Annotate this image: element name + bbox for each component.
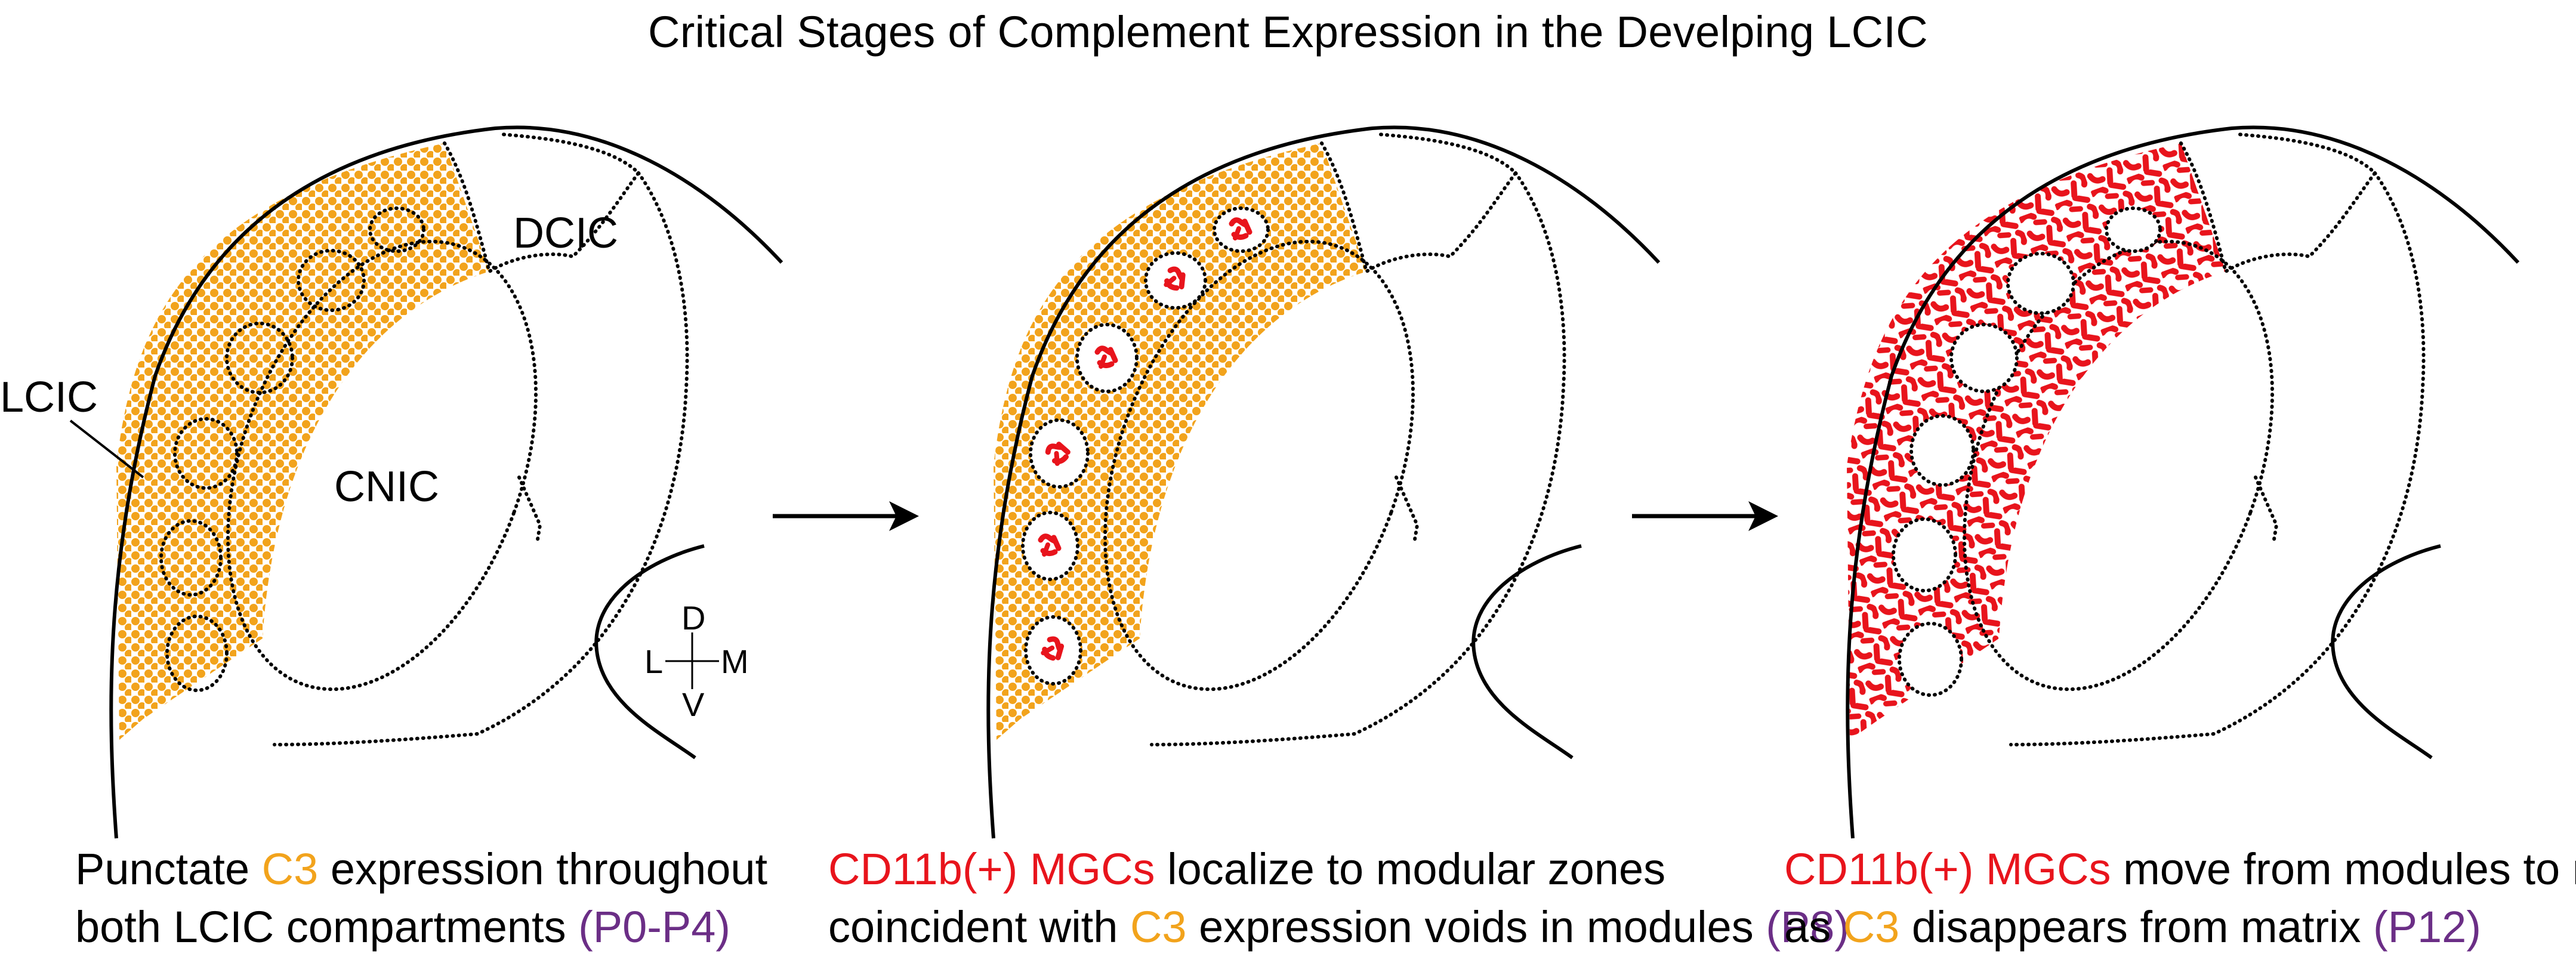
caption-text: coincident with bbox=[828, 902, 1130, 952]
module-3 bbox=[225, 322, 294, 394]
caption-text: expression throughout bbox=[318, 844, 768, 894]
caption-text: as bbox=[1784, 902, 1843, 952]
compass-lateral: L bbox=[644, 643, 663, 680]
arrow-1 bbox=[773, 501, 919, 531]
mgc-term: CD11b(+) MGCs bbox=[828, 844, 1155, 894]
panel-p0-p4: LCIC DCIC CNIC D L M V bbox=[0, 125, 783, 839]
c3-term: C3 bbox=[1130, 902, 1187, 952]
module-6 bbox=[1898, 622, 1963, 697]
caption-text: disappears from matrix bbox=[1899, 902, 2374, 952]
dcic-boundary bbox=[2179, 132, 2377, 274]
module-1 bbox=[368, 206, 425, 253]
module-5 bbox=[159, 519, 223, 597]
cortex-notch bbox=[517, 476, 542, 545]
lcic-mgc-band bbox=[1847, 143, 2226, 740]
cortex-boundary bbox=[1150, 171, 1566, 746]
caption-2-line-1: CD11b(+) MGCs localize to modular zones bbox=[828, 840, 1849, 898]
caption-1-line-1: Punctate C3 expression throughout bbox=[75, 840, 767, 898]
cortex-notch bbox=[1395, 476, 1420, 545]
dcic-boundary bbox=[1320, 132, 1518, 274]
module-4 bbox=[173, 417, 239, 490]
cnic-boundary bbox=[1103, 239, 1415, 692]
compass-dorsal: D bbox=[681, 599, 705, 637]
outer-outline bbox=[986, 125, 1661, 839]
cnic-boundary bbox=[1963, 239, 2274, 692]
ventricle-outline bbox=[1471, 544, 1582, 760]
c3-term: C3 bbox=[261, 844, 319, 894]
caption-2-line-2: coincident with C3 expression voids in m… bbox=[828, 898, 1849, 956]
caption-text: localize to modular zones bbox=[1155, 844, 1666, 894]
c3-term: C3 bbox=[1843, 902, 1900, 952]
modules bbox=[159, 206, 425, 692]
panel-p12 bbox=[1846, 125, 2520, 839]
caption-text: both LCIC compartments bbox=[75, 902, 579, 952]
compass-medial: M bbox=[721, 643, 749, 680]
module-6 bbox=[165, 615, 229, 692]
lcic-c3-band bbox=[994, 143, 1366, 740]
cortex-boundary bbox=[273, 171, 689, 746]
modules-with-mgcs bbox=[1021, 206, 1270, 686]
stage-term: (P8) bbox=[1766, 902, 1850, 952]
module-2 bbox=[1144, 251, 1207, 310]
caption-panel-3: CD11b(+) MGCs move from modules to matri… bbox=[1784, 840, 2576, 956]
cortex-notch bbox=[2254, 476, 2279, 545]
caption-3-line-2: as C3 disappears from matrix (P12) bbox=[1784, 898, 2576, 956]
orientation-compass: D L M V bbox=[644, 599, 749, 723]
module-5 bbox=[1021, 511, 1079, 581]
panel-p8 bbox=[986, 125, 1661, 839]
stage-term: (P0-P4) bbox=[578, 902, 731, 952]
ventricle-outline bbox=[594, 544, 705, 760]
figure-title: Critical Stages of Complement Expression… bbox=[647, 7, 1928, 57]
module-1 bbox=[1213, 206, 1270, 253]
caption-panel-1: Punctate C3 expression throughout both L… bbox=[75, 840, 767, 956]
module-2 bbox=[2006, 252, 2075, 315]
module-3 bbox=[1075, 323, 1139, 393]
caption-text: move from modules to matrix bbox=[2123, 844, 2576, 894]
module-4 bbox=[1909, 414, 1975, 487]
cnic-boundary bbox=[226, 239, 538, 692]
caption-1-line-2: both LCIC compartments (P0-P4) bbox=[75, 898, 767, 956]
dcic-label: DCIC bbox=[513, 209, 618, 257]
lcic-label: LCIC bbox=[0, 374, 98, 421]
module-5 bbox=[1892, 517, 1957, 592]
module-3 bbox=[1949, 323, 2019, 393]
stage-term: (P12) bbox=[2373, 902, 2481, 952]
lcic-leader bbox=[69, 419, 144, 479]
caption-text: Punctate bbox=[75, 844, 262, 894]
mgc-term: CD11b(+) MGCs bbox=[1784, 844, 2111, 894]
module-6 bbox=[1024, 615, 1082, 686]
outer-outline bbox=[109, 125, 783, 839]
cortex-boundary bbox=[2009, 171, 2426, 746]
lcic-c3-band bbox=[116, 143, 489, 740]
empty-modules bbox=[1892, 206, 2162, 697]
compass-ventral: V bbox=[682, 686, 705, 723]
caption-panel-2: CD11b(+) MGCs localize to modular zones … bbox=[828, 840, 1849, 956]
ventricle-outline bbox=[2331, 544, 2441, 760]
module-1 bbox=[2105, 206, 2162, 253]
cnic-label: CNIC bbox=[334, 463, 439, 511]
arrow-2 bbox=[1632, 501, 1778, 531]
module-4 bbox=[1029, 418, 1090, 489]
outer-outline bbox=[1846, 125, 2520, 839]
caption-text: expression voids in modules bbox=[1186, 902, 1766, 952]
caption-3-line-1: CD11b(+) MGCs move from modules to matri… bbox=[1784, 840, 2576, 898]
dcic-boundary bbox=[443, 132, 641, 274]
module-2 bbox=[297, 249, 366, 312]
